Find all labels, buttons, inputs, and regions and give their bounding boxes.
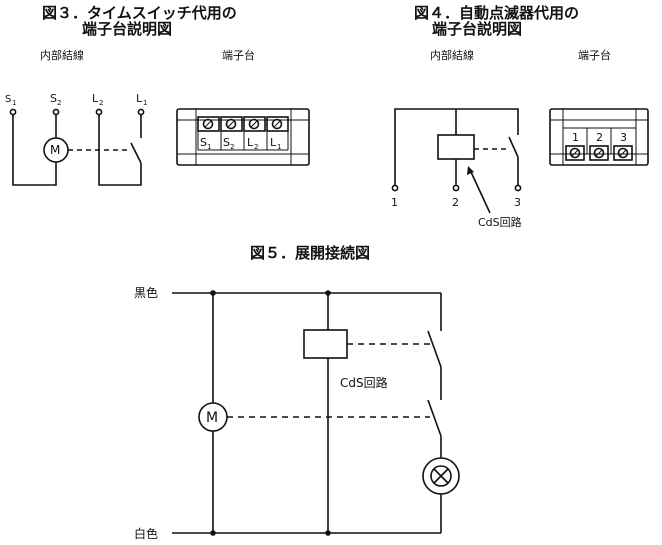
svg-text:2: 2 — [230, 143, 234, 151]
svg-text:1: 1 — [12, 99, 16, 107]
fig4-internal-label: 内部結線 — [430, 49, 474, 62]
fig5-white-label: 白色 — [134, 526, 158, 541]
svg-text:1: 1 — [143, 99, 147, 107]
fig3-terminal-block: S 1 S 2 L 2 L 1 — [176, 108, 310, 166]
fig4-title-line1: 図４．自動点滅器代用の — [414, 4, 580, 22]
svg-text:L: L — [247, 136, 254, 149]
fig3-motor-label: M — [50, 143, 60, 157]
fig3-internal-label: 内部結線 — [40, 49, 84, 62]
fig4-title-line2: 端子台説明図 — [432, 20, 523, 38]
fig5-black-label: 黒色 — [134, 286, 158, 300]
svg-text:3: 3 — [514, 196, 521, 209]
svg-text:S: S — [5, 94, 11, 105]
svg-text:S: S — [200, 136, 207, 149]
fig5-motor-label: M — [206, 410, 218, 426]
svg-text:L: L — [270, 136, 277, 149]
svg-text:2: 2 — [99, 99, 103, 107]
fig5-cds-relay — [303, 329, 348, 359]
fig3-terminal-label: 端子台 — [222, 49, 255, 62]
svg-text:2: 2 — [254, 143, 258, 151]
fig4-cds-relay — [437, 134, 475, 160]
svg-text:2: 2 — [596, 131, 603, 144]
fig4-terminal-label: 端子台 — [578, 49, 611, 62]
fig3-title-line2: 端子台説明図 — [82, 20, 173, 38]
fig4-cds-label: CdS回路 — [478, 216, 522, 229]
svg-text:S: S — [50, 92, 57, 105]
svg-text:S: S — [223, 136, 230, 149]
svg-text:L: L — [136, 92, 143, 105]
fig5-title: 図５．展開接続図 — [250, 244, 371, 262]
svg-text:1: 1 — [207, 143, 211, 151]
fig3-internal-wiring: S 1 S 2 L 2 L 1 — [5, 92, 147, 186]
svg-text:1: 1 — [572, 131, 579, 144]
fig5-cds-label: CdS回路 — [340, 375, 388, 390]
fig3-title-line1: 図３．タイムスイッチ代用の — [42, 4, 237, 22]
svg-text:3: 3 — [620, 131, 627, 144]
fig4-terminal-block — [549, 108, 649, 166]
fig4-internal-wiring — [391, 108, 522, 214]
svg-text:1: 1 — [277, 143, 281, 151]
svg-text:1: 1 — [391, 196, 398, 209]
fig5-connection-diagram — [172, 290, 460, 536]
svg-text:2: 2 — [452, 196, 459, 209]
svg-text:L: L — [92, 92, 99, 105]
svg-text:2: 2 — [57, 99, 61, 107]
